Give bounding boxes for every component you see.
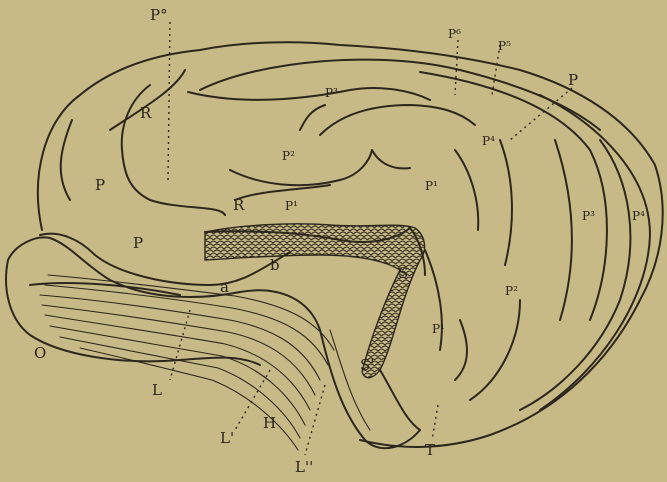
label-p4-right: P⁴ bbox=[632, 209, 645, 223]
label-p-left: P bbox=[95, 176, 105, 194]
label-r-lower: R bbox=[233, 196, 245, 214]
label-a: a bbox=[220, 278, 229, 296]
label-p2-mid: P² bbox=[282, 149, 295, 163]
label-p3: P³ bbox=[325, 86, 338, 100]
label-p-top: P bbox=[568, 71, 578, 89]
label-o: O bbox=[34, 344, 46, 362]
label-l-double: L'' bbox=[295, 458, 313, 476]
label-h: H bbox=[263, 414, 276, 432]
label-s: S bbox=[398, 264, 408, 282]
label-p-lower: P bbox=[133, 234, 143, 252]
label-b: b bbox=[270, 256, 280, 274]
label-p1-lower: P¹ bbox=[432, 322, 445, 336]
label-p2-right: P² bbox=[505, 284, 518, 298]
label-t: T bbox=[425, 441, 435, 459]
label-p5: P⁵ bbox=[498, 39, 511, 53]
label-p3-right: P³ bbox=[582, 209, 595, 223]
label-p1-mid: P¹ bbox=[285, 199, 298, 213]
label-p4-top: P⁴ bbox=[482, 134, 495, 148]
insula-hatching bbox=[205, 224, 425, 378]
label-l-prime: L' bbox=[220, 429, 234, 447]
label-r-upper: R bbox=[140, 104, 152, 122]
label-p6: P⁶ bbox=[448, 27, 461, 41]
fiber-lines bbox=[40, 275, 370, 450]
label-p0: P° bbox=[150, 6, 168, 24]
label-s-prime: S' bbox=[360, 356, 374, 374]
label-p1-right: P¹ bbox=[425, 179, 438, 193]
label-l: L bbox=[152, 381, 162, 399]
